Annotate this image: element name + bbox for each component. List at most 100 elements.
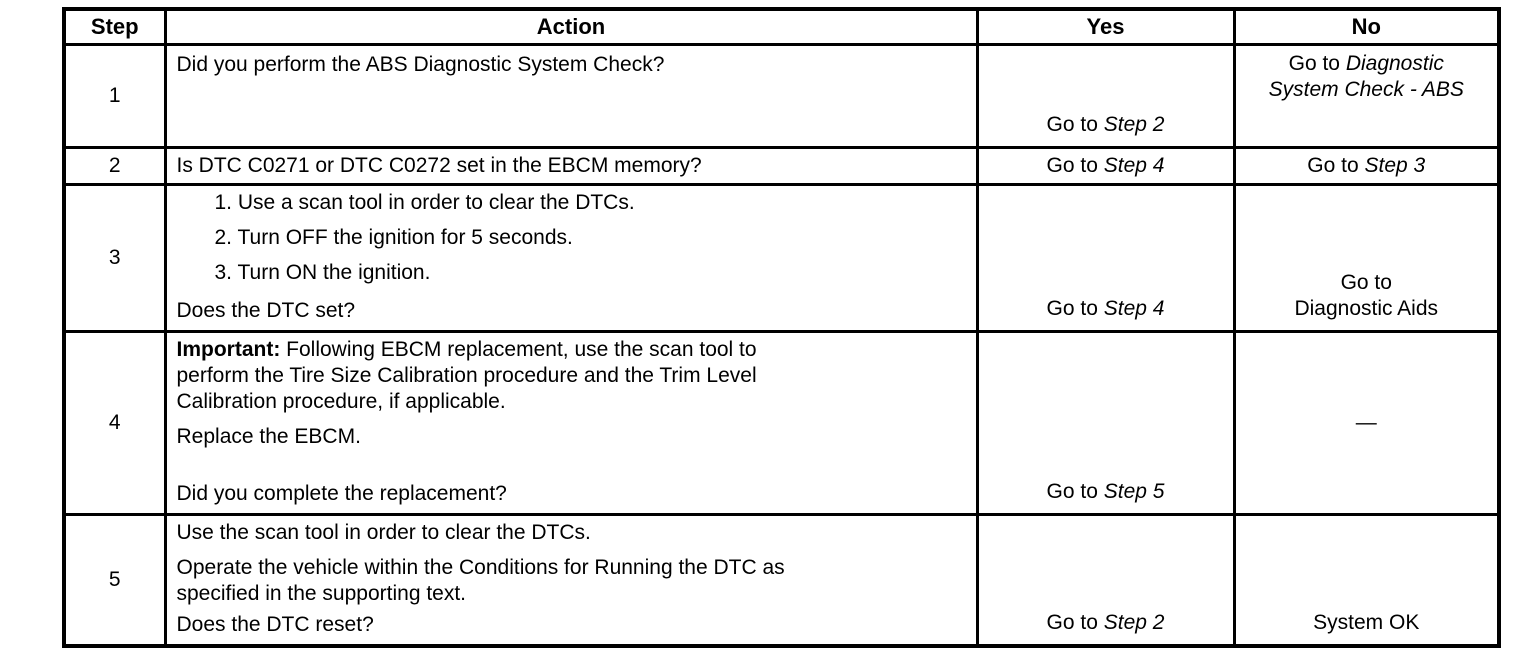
text-segment: Did you perform the ABS Diagnostic Syste… xyxy=(176,53,665,76)
action-block: Is DTC C0271 or DTC C0272 set in the EBC… xyxy=(177,153,966,179)
text-segment: specified in the supporting text. xyxy=(176,582,467,605)
yes-cell: Go to Step 4 xyxy=(975,183,1236,333)
step-number-cell: 2 xyxy=(62,146,167,186)
text-line: Go to xyxy=(1242,270,1492,296)
text-line: 1. Use a scan tool in order to clear the… xyxy=(215,190,966,216)
text-segment: Step 3 xyxy=(1364,154,1426,177)
text-line: Important: Following EBCM replacement, u… xyxy=(177,337,966,363)
step-number-cell: 3 xyxy=(62,183,167,333)
text-segment: Step 4 xyxy=(1103,154,1165,177)
text-segment: Is DTC C0271 or DTC C0272 set in the EBC… xyxy=(176,154,702,177)
text-segment: System OK xyxy=(1313,611,1420,634)
text-line: Use the scan tool in order to clear the … xyxy=(177,520,966,546)
text-line: Replace the EBCM. xyxy=(177,424,966,450)
action-cell: Important: Following EBCM replacement, u… xyxy=(163,330,979,516)
text-segment: Calibration procedure, if applicable. xyxy=(176,390,506,413)
text-line: Did you complete the replacement? xyxy=(177,481,966,507)
text-line: 3. Turn ON the ignition. xyxy=(215,260,966,286)
text-segment: Does the DTC reset? xyxy=(176,613,374,636)
action-block: Replace the EBCM. xyxy=(177,424,966,450)
text-segment: Step 2 xyxy=(1103,113,1165,136)
text-line: Go to Step 3 xyxy=(1242,153,1492,179)
table-body: 1 Did you perform the ABS Diagnostic Syst… xyxy=(62,43,1501,648)
action-content: Did you perform the ABS Diagnostic Syste… xyxy=(177,50,966,78)
action-cell: Is DTC C0271 or DTC C0272 set in the EBC… xyxy=(163,146,979,186)
yes-cell: Go to Step 2 xyxy=(975,513,1236,648)
text-line: Diagnostic Aids xyxy=(1242,296,1492,322)
text-segment: Go to xyxy=(1288,52,1346,75)
text-segment: Go to xyxy=(1046,154,1104,177)
text-segment: Go to xyxy=(1046,611,1104,634)
text-segment: 2. Turn OFF the ignition for 5 seconds. xyxy=(214,226,573,249)
action-cell: Did you perform the ABS Diagnostic Syste… xyxy=(163,43,979,149)
text-line: System OK xyxy=(1242,610,1492,636)
no-cell: Go to Step 3 xyxy=(1232,146,1501,186)
text-segment: Go to xyxy=(1340,271,1392,294)
text-line: Go to Step 2 xyxy=(985,112,1227,138)
text-line: 2. Turn OFF the ignition for 5 seconds. xyxy=(215,225,966,251)
step-number-cell: 1 xyxy=(62,43,167,149)
no-cell: Go to Diagnostic Aids xyxy=(1232,183,1501,333)
text-segment: 1. Use a scan tool in order to clear the… xyxy=(214,191,635,214)
column-header-yes: Yes xyxy=(975,7,1236,46)
no-cell: — xyxy=(1232,330,1501,516)
text-segment: — xyxy=(1355,411,1377,434)
action-content: Use the scan tool in order to clear the … xyxy=(177,520,966,640)
text-segment: Did you complete the replacement? xyxy=(176,482,507,505)
text-line: — xyxy=(1242,410,1492,436)
text-segment: Go to xyxy=(1046,297,1104,320)
text-line: Is DTC C0271 or DTC C0272 set in the EBC… xyxy=(177,153,966,179)
text-segment: Does the DTC set? xyxy=(176,299,356,322)
yes-cell: Go to Step 2 xyxy=(975,43,1236,149)
text-line: Go to Step 4 xyxy=(985,153,1227,179)
diagnostic-table: Step Action Yes No 1 Did you perform the … xyxy=(62,7,1501,648)
text-line: Go to Diagnostic xyxy=(1242,51,1492,77)
action-cell: 1. Use a scan tool in order to clear the… xyxy=(163,183,979,333)
text-line: Go to Step 4 xyxy=(985,296,1227,322)
text-line: Go to Step 2 xyxy=(985,610,1227,636)
text-segment: Step 2 xyxy=(1103,611,1165,634)
text-line: Does the DTC reset? xyxy=(177,612,966,638)
text-segment: Diagnostic Aids xyxy=(1294,297,1439,320)
action-block: Does the DTC set? xyxy=(177,298,966,326)
text-segment: Step 5 xyxy=(1103,480,1165,503)
text-line: System Check - ABS xyxy=(1242,77,1492,103)
text-line: specified in the supporting text. xyxy=(177,581,966,607)
action-cell: Use the scan tool in order to clear the … xyxy=(163,513,979,648)
table-row: 4 Important: Following EBCM replacement, … xyxy=(62,330,1501,516)
action-block: 3. Turn ON the ignition. xyxy=(177,260,966,286)
table-row: 1 Did you perform the ABS Diagnostic Syst… xyxy=(62,43,1501,149)
table-row: 2 Is DTC C0271 or DTC C0272 set in the EB… xyxy=(62,146,1501,186)
text-line: Did you perform the ABS Diagnostic Syste… xyxy=(177,52,966,78)
text-segment: Go to xyxy=(1307,154,1365,177)
text-segment: 3. Turn ON the ignition. xyxy=(214,261,431,284)
action-block: Important: Following EBCM replacement, u… xyxy=(177,337,966,415)
column-header-action: Action xyxy=(163,7,979,46)
text-segment: Replace the EBCM. xyxy=(176,425,361,448)
yes-cell: Go to Step 4 xyxy=(975,146,1236,186)
text-segment: Go to xyxy=(1046,113,1104,136)
step-number-cell: 4 xyxy=(62,330,167,516)
action-block: 1. Use a scan tool in order to clear the… xyxy=(177,190,966,216)
yes-cell: Go to Step 5 xyxy=(975,330,1236,516)
text-segment: Step 4 xyxy=(1103,297,1165,320)
text-line: Calibration procedure, if applicable. xyxy=(177,389,966,415)
table-header: Step Action Yes No xyxy=(62,7,1501,46)
text-segment: Use the scan tool in order to clear the … xyxy=(176,521,591,544)
header-row: Step Action Yes No xyxy=(62,7,1501,46)
action-block: Did you complete the replacement? xyxy=(177,481,966,509)
text-line: perform the Tire Size Calibration proced… xyxy=(177,363,966,389)
text-segment: Diagnostic xyxy=(1345,52,1444,75)
action-block: Does the DTC reset? xyxy=(177,612,966,640)
text-segment: Following EBCM replacement, use the scan… xyxy=(280,338,757,361)
text-line: Does the DTC set? xyxy=(177,298,966,324)
text-line: Go to Step 5 xyxy=(985,479,1227,505)
column-header-no: No xyxy=(1232,7,1501,46)
text-segment: Go to xyxy=(1046,480,1104,503)
action-content: Important: Following EBCM replacement, u… xyxy=(177,337,966,509)
action-content: Is DTC C0271 or DTC C0272 set in the EBC… xyxy=(177,153,966,179)
action-block: 2. Turn OFF the ignition for 5 seconds. xyxy=(177,225,966,251)
